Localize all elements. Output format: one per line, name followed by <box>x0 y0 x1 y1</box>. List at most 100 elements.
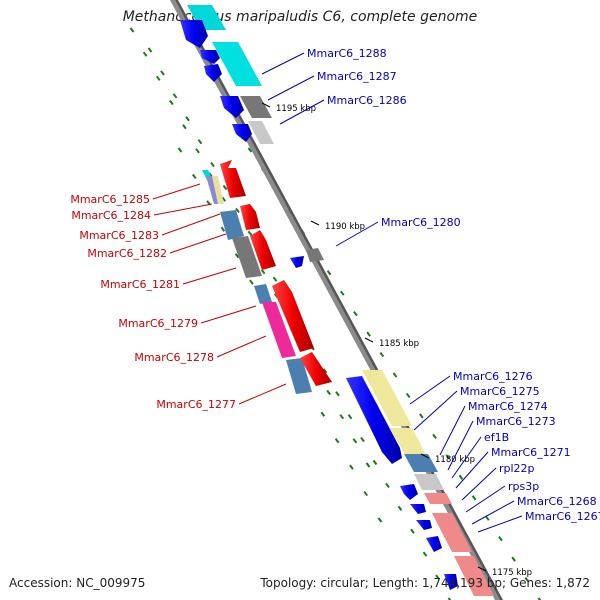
gene-label[interactable]: MmarC6_1274 <box>468 400 548 413</box>
gene-feature[interactable] <box>404 454 438 472</box>
gene-feature[interactable] <box>290 256 304 268</box>
leader-line <box>200 305 257 324</box>
gene-feature[interactable] <box>187 5 226 30</box>
gene-feature[interactable] <box>248 121 274 144</box>
gene-label[interactable]: MmarC6_1276 <box>453 370 533 383</box>
gene-label[interactable]: MmarC6_1279 <box>118 317 198 330</box>
gene-label[interactable]: MmarC6_1282 <box>87 247 167 260</box>
gene-feature[interactable] <box>220 160 246 198</box>
leader-line <box>471 500 515 525</box>
guide-dot <box>353 311 358 317</box>
gene-feature[interactable] <box>220 96 244 118</box>
guide-dot <box>320 411 326 417</box>
guide-dot <box>524 576 530 583</box>
gene-feature[interactable] <box>432 513 472 552</box>
gene-label[interactable]: MmarC6_1284 <box>71 209 151 222</box>
guide-dot <box>335 391 340 397</box>
gene-feature[interactable] <box>272 280 314 352</box>
gene-feature[interactable] <box>180 20 208 48</box>
gene-feature[interactable] <box>416 520 432 530</box>
gene-feature[interactable] <box>254 284 272 304</box>
gene-label[interactable]: MmarC6_1288 <box>307 47 387 60</box>
guide-dot <box>537 597 542 600</box>
guide-dot <box>349 464 354 470</box>
guide-dot <box>147 47 153 53</box>
gene-feature[interactable] <box>306 248 324 262</box>
gene-label[interactable]: MmarC6_1275 <box>460 385 540 398</box>
gene-feature[interactable] <box>212 176 224 204</box>
leader-line <box>439 405 466 456</box>
guide-dot <box>422 551 428 557</box>
guide-dot <box>221 196 227 202</box>
gene-label[interactable]: MmarC6_1273 <box>476 415 556 428</box>
leader-line <box>238 383 287 405</box>
leader-line <box>409 375 451 405</box>
gene-feature[interactable] <box>262 302 296 358</box>
gene-label[interactable]: MmarC6_1281 <box>100 278 180 291</box>
guide-dot <box>419 413 424 419</box>
gene-feature[interactable] <box>410 504 426 514</box>
guide-dot <box>155 75 161 81</box>
gene-label[interactable]: ef1B <box>484 431 509 444</box>
leader-line <box>455 451 489 489</box>
guide-dot <box>210 161 215 168</box>
gene-feature[interactable] <box>286 358 312 394</box>
gene-label[interactable]: MmarC6_1287 <box>317 70 397 83</box>
gene-feature[interactable] <box>200 50 220 64</box>
gene-label[interactable]: MmarC6_1271 <box>491 446 571 459</box>
gene-feature[interactable] <box>300 352 332 386</box>
tick-mark <box>420 453 430 459</box>
gene-feature[interactable] <box>426 536 442 552</box>
gene-label[interactable]: MmarC6_1278 <box>134 351 214 364</box>
gene-label[interactable]: rps3p <box>508 480 539 493</box>
gene-feature[interactable] <box>414 474 444 490</box>
guide-dot <box>352 438 358 444</box>
gene-feature[interactable] <box>400 484 418 500</box>
guide-dot <box>379 351 385 358</box>
tick-label: 1180 kbp <box>435 455 475 465</box>
gene-feature[interactable] <box>212 42 262 86</box>
gene-label[interactable]: MmarC6_1277 <box>156 398 236 411</box>
genome-summary-text: Topology: circular; Length: 1,744,193 bp… <box>260 576 590 590</box>
guide-dot <box>377 517 383 523</box>
gene-label[interactable]: MmarC6_1283 <box>79 229 159 242</box>
guide-dot <box>129 27 135 33</box>
gene-label[interactable]: MmarC6_1285 <box>70 193 150 206</box>
leader-line <box>169 233 227 254</box>
gene-feature[interactable] <box>444 574 458 590</box>
gene-feature[interactable] <box>240 96 272 118</box>
gene-label[interactable]: MmarC6_1267 <box>525 510 600 523</box>
guide-dot <box>142 51 148 57</box>
guide-dot <box>247 230 253 236</box>
guide-dot <box>432 433 437 439</box>
gene-feature[interactable] <box>232 236 262 278</box>
tick-mark <box>477 566 487 572</box>
gene-feature[interactable] <box>362 370 412 426</box>
gene-feature[interactable] <box>232 124 252 142</box>
gene-feature[interactable] <box>424 493 452 504</box>
guide-dot <box>160 70 165 76</box>
gene-labels-forward: MmarC6_1288MmarC6_1287MmarC6_1286MmarC6_… <box>261 47 600 533</box>
guide-dot <box>185 116 190 122</box>
gene-feature[interactable] <box>454 556 494 596</box>
gene-label[interactable]: MmarC6_1268 <box>517 495 597 508</box>
gene-label[interactable]: rpl22p <box>499 462 535 475</box>
guide-dot <box>458 474 464 480</box>
gene-label[interactable]: MmarC6_1286 <box>327 94 407 107</box>
gene-feature[interactable] <box>346 376 402 464</box>
guide-dot <box>392 372 398 378</box>
guide-dot <box>334 438 340 444</box>
guide-dot <box>435 574 440 580</box>
guide-dot <box>235 207 240 214</box>
guide-dot <box>195 148 200 154</box>
tick-label: 1185 kbp <box>379 339 419 349</box>
leader-line <box>153 203 213 216</box>
gene-labels-reverse: MmarC6_1285MmarC6_1284MmarC6_1283MmarC6_… <box>70 183 287 411</box>
gene-label[interactable]: MmarC6_1280 <box>381 216 461 229</box>
gene-feature[interactable] <box>220 210 244 240</box>
gene-feature[interactable] <box>240 204 260 230</box>
gene-feature[interactable] <box>250 230 276 270</box>
gene-feature[interactable] <box>204 64 222 82</box>
